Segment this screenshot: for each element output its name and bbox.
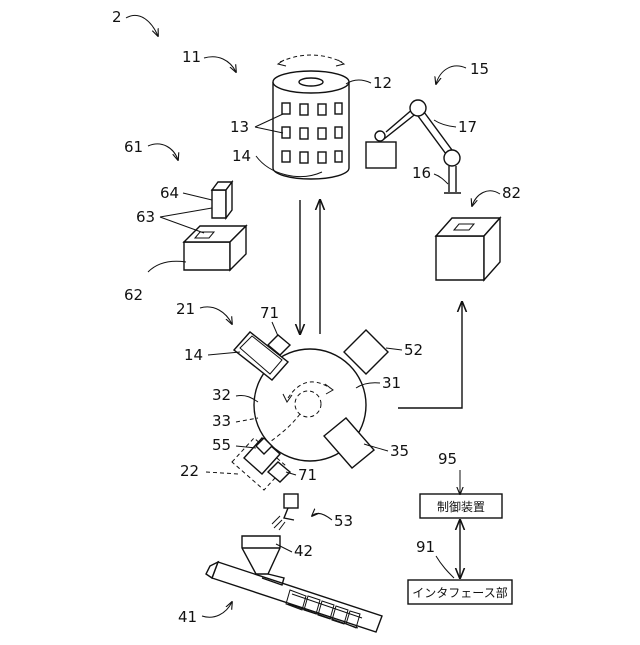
leader-setup-parts-b — [160, 217, 204, 233]
label-container-left: 14 — [184, 346, 203, 364]
label-rotary-table: 31 — [382, 374, 401, 392]
label-setup-sensor: 64 — [160, 184, 179, 202]
leader-setup-base — [148, 261, 186, 272]
label-table-side: 32 — [212, 386, 231, 404]
leader-gripper — [434, 174, 448, 184]
label-unit-right-top: 52 — [404, 341, 423, 359]
leader-machine — [200, 307, 232, 324]
leader-arm — [434, 120, 456, 127]
label-arm: 17 — [458, 118, 477, 136]
controller-label: 制御装置 — [437, 499, 485, 514]
label-stocker: 11 — [182, 48, 201, 66]
label-path: 33 — [212, 412, 231, 430]
label-machine-lower: 22 — [180, 462, 199, 480]
label-hopper: 42 — [294, 542, 313, 560]
label-robot: 15 — [470, 60, 489, 78]
label-setup-station: 61 — [124, 138, 143, 156]
output-box — [436, 218, 500, 280]
leader-dispenser — [312, 513, 332, 520]
dispenser — [272, 494, 298, 530]
label-gripper: 16 — [412, 164, 431, 182]
stocker-cylinder — [273, 55, 349, 179]
leader-carousel-top — [346, 80, 371, 84]
label-machine: 21 — [176, 300, 195, 318]
extruder-barrel — [206, 562, 382, 632]
label-output-box: 82 — [502, 184, 521, 202]
leader-container-left — [208, 352, 240, 355]
label-system: 2 — [112, 8, 122, 26]
leader-setup-station — [148, 144, 178, 160]
label-controller-ref: 95 — [438, 450, 457, 468]
label-unit-left-bottom: 55 — [212, 436, 231, 454]
leader-unit-right-top — [386, 348, 402, 350]
label-slots: 13 — [230, 118, 249, 136]
leader-machine-lower — [206, 472, 238, 474]
label-setup-parts: 63 — [136, 208, 155, 226]
leader-setup-sensor — [183, 193, 212, 200]
leader-path — [236, 418, 258, 422]
interface-label: インタフェース部 — [412, 585, 507, 600]
label-extruder: 41 — [178, 608, 197, 626]
leader-system — [126, 15, 158, 36]
leader-interface-ref — [436, 556, 454, 578]
label-holder-top: 71 — [260, 304, 279, 322]
leader-setup-parts-a — [160, 208, 212, 217]
label-setup-base: 62 — [124, 286, 143, 304]
label-unit-right-bottom: 35 — [390, 442, 409, 460]
leader-output-box — [472, 191, 500, 206]
hopper — [242, 536, 280, 574]
label-carousel-top: 12 — [373, 74, 392, 92]
label-dispenser: 53 — [334, 512, 353, 530]
leader-stocker — [204, 57, 236, 72]
leader-extruder — [202, 602, 232, 617]
label-container-top: 14 — [232, 147, 251, 165]
label-holder-bottom: 71 — [298, 466, 317, 484]
leader-robot — [436, 66, 466, 84]
leader-holder-top — [272, 322, 278, 336]
label-interface-ref: 91 — [416, 538, 435, 556]
